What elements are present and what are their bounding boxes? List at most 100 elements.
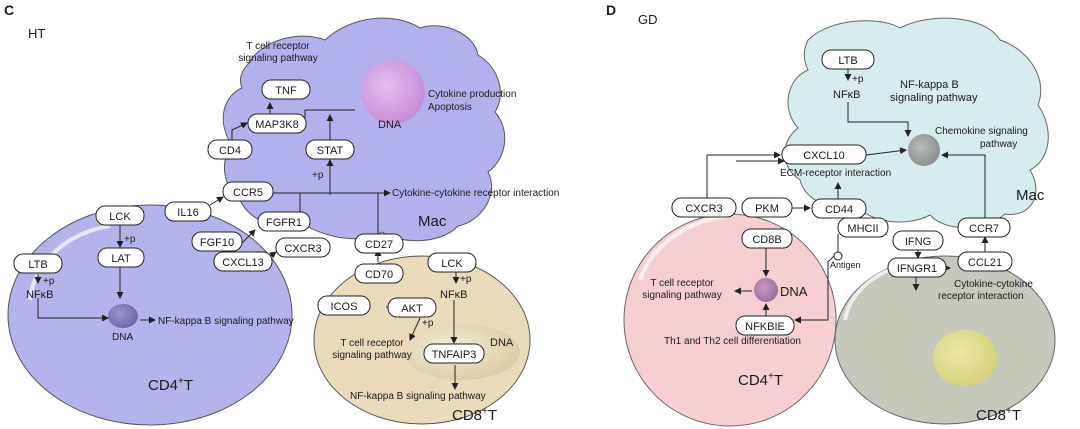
cd4-label-c: CD4+T	[148, 376, 193, 394]
svg-text:FGF10: FGF10	[200, 237, 234, 249]
node-tnfaip3: TNFAIP3	[423, 343, 485, 364]
node-il16: IL16	[164, 201, 212, 222]
dna-nucleus-cd4-d	[754, 278, 778, 302]
node-cd27: CD27	[354, 233, 404, 254]
svg-text:ICOS: ICOS	[331, 301, 358, 313]
panel-c-letter: C	[4, 2, 14, 18]
nucleus-cd8-d	[933, 330, 997, 386]
node-cd4: CD4	[207, 139, 253, 160]
label-apoptosis: Apoptosis	[428, 102, 472, 113]
label-plus-p-d: +p	[852, 74, 864, 85]
node-map3k8: MAP3K8	[247, 113, 307, 134]
label-nfkb-pathway-left: NF-kappa B signaling pathway	[158, 316, 294, 327]
svg-text:CXCR3: CXCR3	[685, 203, 722, 215]
panel-c-group-label: HT	[28, 26, 45, 41]
label-dna-cd4-c: DNA	[112, 332, 133, 343]
svg-text:PKM: PKM	[755, 203, 779, 215]
panel-d-letter: D	[606, 2, 616, 18]
node-cxcl13: CXCL13	[213, 251, 273, 272]
svg-text:CD8B: CD8B	[752, 234, 781, 246]
svg-text:IFNGR1: IFNGR1	[897, 263, 937, 275]
cd4-label-d: CD4+T	[738, 371, 783, 389]
svg-text:TNF: TNF	[275, 85, 297, 97]
label-nfkb-left: NFκB	[26, 289, 54, 301]
panel-c: C HT Mac CD4+T CD8+T	[4, 2, 559, 426]
node-akt: AKT	[387, 297, 437, 318]
node-stat: STAT	[305, 139, 355, 160]
label-cytokine-receptor-c: Cytokine-cytokine receptor interaction	[392, 188, 559, 199]
nucleus-mac-d	[908, 134, 940, 166]
svg-text:AKT: AKT	[401, 303, 423, 315]
node-icos: ICOS	[317, 295, 371, 316]
label-nfkb-pathway-cd8-c: NF-kappa B signaling pathway	[350, 391, 486, 402]
svg-text:CCR5: CCR5	[233, 187, 263, 199]
svg-text:IL16: IL16	[177, 207, 198, 219]
label-dna-mac: DNA	[378, 119, 402, 131]
node-ccl21: CCL21	[957, 251, 1013, 272]
node-cxcr3: CXCR3	[275, 237, 331, 258]
node-cxcl10: CXCL10	[781, 144, 867, 165]
svg-text:LTB: LTB	[28, 259, 47, 271]
cd8-label-d: CD8+T	[976, 406, 1021, 424]
svg-text:NFKBIE: NFKBIE	[745, 321, 785, 333]
label-dna-cd8-c: DNA	[490, 337, 514, 349]
svg-text:FGFR1: FGFR1	[266, 217, 302, 229]
svg-text:CD4: CD4	[219, 145, 241, 157]
svg-text:CXCL10: CXCL10	[803, 150, 845, 162]
svg-text:CXCL13: CXCL13	[222, 257, 264, 269]
label-th1-th2: Th1 and Th2 cell differentiation	[664, 336, 801, 347]
svg-text:CCL21: CCL21	[968, 257, 1002, 269]
label-cytokine-production: Cytokine production	[428, 89, 516, 100]
svg-text:CCR7: CCR7	[969, 223, 999, 235]
label-plus-p-lat: +p	[124, 234, 136, 245]
label-plus-p-stat: +p	[312, 170, 324, 181]
node-ltb: LTB	[13, 253, 63, 274]
svg-text:IFNG: IFNG	[905, 236, 931, 248]
label-plus-p-akt: +p	[422, 318, 434, 329]
svg-text:STAT: STAT	[317, 145, 344, 157]
node-ifng: IFNG	[892, 230, 944, 251]
label-ecm-receptor: ECM-receptor interaction	[780, 168, 891, 179]
svg-text:MHCII: MHCII	[847, 223, 878, 235]
node-tnf: TNF	[261, 79, 311, 100]
node-cd70: CD70	[354, 263, 404, 284]
label-dna-d: DNA	[780, 284, 808, 299]
mac-label-c: Mac	[418, 213, 447, 230]
node-ccr5: CCR5	[222, 181, 274, 202]
dna-nucleus-mac-c	[361, 60, 425, 124]
label-antigen: Antigen	[830, 260, 861, 270]
node-lck-right: LCK	[427, 252, 477, 273]
label-nfkb-d: NFκB	[833, 89, 861, 101]
svg-text:MAP3K8: MAP3K8	[255, 119, 298, 131]
node-lat: LAT	[97, 247, 145, 268]
panel-d: D GD Mac CD4+T CD8+T	[606, 2, 1056, 427]
node-pkm: PKM	[741, 197, 793, 218]
panel-d-group-label: GD	[638, 12, 658, 27]
label-plus-p-ltb: +p	[43, 276, 55, 287]
node-ccr7: CCR7	[957, 217, 1011, 238]
mac-label-d: Mac	[1016, 187, 1045, 204]
svg-text:LTB: LTB	[838, 55, 857, 67]
node-cd8b: CD8B	[741, 228, 793, 249]
node-fgf10: FGF10	[191, 231, 243, 252]
svg-text:TNFAIP3: TNFAIP3	[432, 349, 477, 361]
label-plus-p-lck: +p	[460, 274, 472, 285]
node-cxcr3-d: CXCR3	[671, 197, 737, 218]
node-fgfr1: FGFR1	[257, 211, 311, 232]
svg-text:CXCR3: CXCR3	[284, 243, 321, 255]
macrophage-cell-d	[784, 17, 1049, 229]
svg-text:LAT: LAT	[111, 253, 131, 265]
label-nfkb-right: NFκB	[440, 289, 468, 301]
node-nfkbie: NFKBIE	[735, 315, 795, 336]
svg-text:LCK: LCK	[109, 211, 131, 223]
node-lck-left: LCK	[95, 205, 145, 226]
node-cd44: CD44	[811, 198, 867, 219]
svg-text:CD70: CD70	[365, 269, 393, 281]
